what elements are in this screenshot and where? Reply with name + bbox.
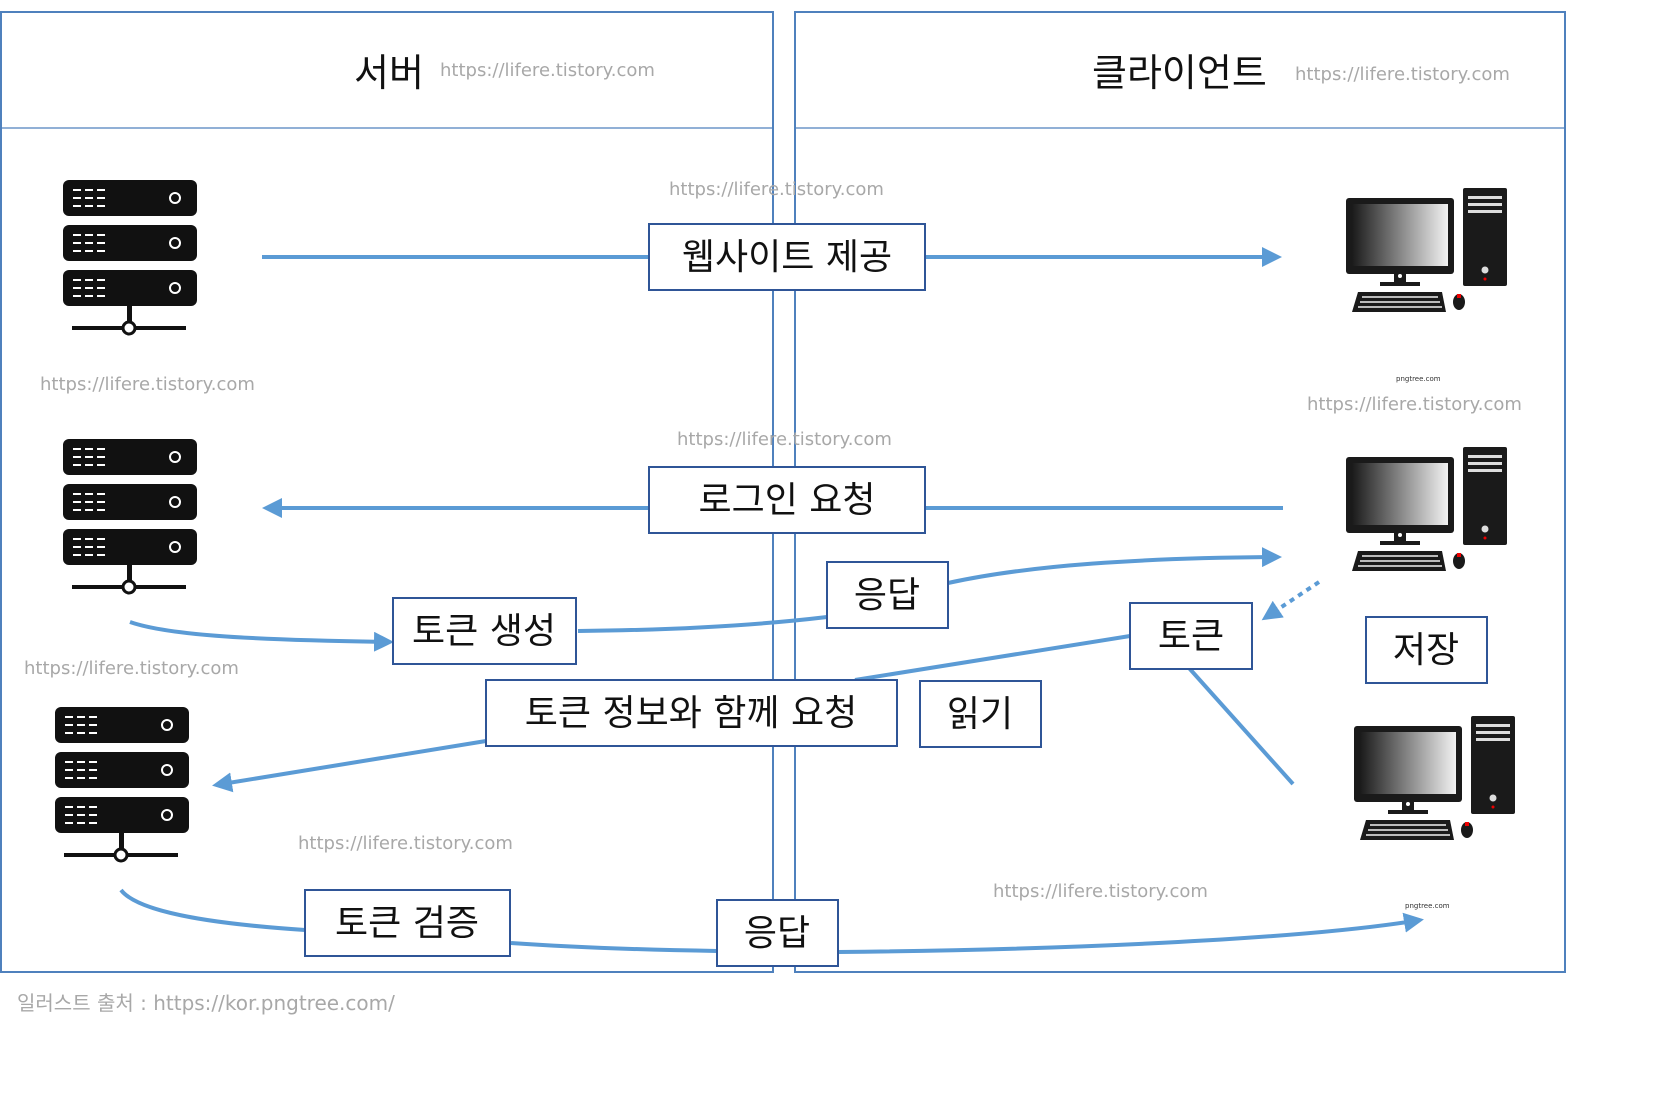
pngtree-mark: pngtree.com	[1405, 902, 1450, 910]
token-verify-box	[304, 889, 511, 957]
request-with-token-label: 토큰 정보와 함께 요청	[525, 693, 857, 734]
final-response-label: 응답	[744, 913, 810, 954]
watermark: https://lifere.tistory.com	[24, 658, 239, 679]
store-box	[1365, 616, 1488, 684]
watermark: https://lifere.tistory.com	[440, 60, 655, 81]
read-label: 읽기	[947, 694, 1013, 735]
token-create-box	[392, 597, 577, 665]
client-column-title: 클라이언트	[1092, 51, 1267, 95]
request-with-token-arrow	[212, 739, 487, 793]
final-response-arrow	[837, 912, 1424, 954]
watermark: https://lifere.tistory.com	[1295, 64, 1510, 85]
token-label: 토큰	[1158, 616, 1224, 657]
verify-to-response-line	[510, 941, 718, 953]
server-column-title: 서버	[354, 51, 424, 95]
store-label: 저장	[1393, 630, 1459, 671]
token-to-request-line	[854, 634, 1131, 682]
store-token-dashed-arrow	[1261, 580, 1321, 621]
token-box	[1129, 602, 1253, 670]
token-read-line	[1187, 666, 1295, 786]
watermark: https://lifere.tistory.com	[40, 374, 255, 395]
watermark: https://lifere.tistory.com	[298, 833, 513, 854]
token-create-label: 토큰 생성	[412, 611, 556, 652]
to-token-verify-line	[119, 888, 306, 932]
provide-website-box	[648, 223, 926, 291]
watermark: https://lifere.tistory.com	[993, 881, 1208, 902]
response-label: 응답	[854, 575, 920, 616]
watermark: https://lifere.tistory.com	[669, 179, 884, 200]
watermark: https://lifere.tistory.com	[677, 429, 892, 450]
token-to-response-line	[577, 615, 828, 633]
login-request-box	[648, 466, 926, 534]
watermark: https://lifere.tistory.com	[1307, 394, 1522, 415]
request-with-token-box	[485, 679, 898, 747]
pngtree-mark: pngtree.com	[1396, 375, 1441, 383]
final-response-box	[716, 899, 839, 967]
illustration-credit: 일러스트 출처 : https://kor.pngtree.com/	[17, 991, 395, 1015]
read-box	[919, 680, 1042, 748]
response-box	[826, 561, 949, 629]
token-verify-label: 토큰 검증	[335, 903, 479, 944]
response-to-client-arrow	[947, 547, 1282, 585]
provide-website-label: 웹사이트 제공	[682, 237, 892, 278]
login-request-label: 로그인 요청	[698, 480, 875, 521]
to-token-create-arrow	[129, 620, 394, 652]
